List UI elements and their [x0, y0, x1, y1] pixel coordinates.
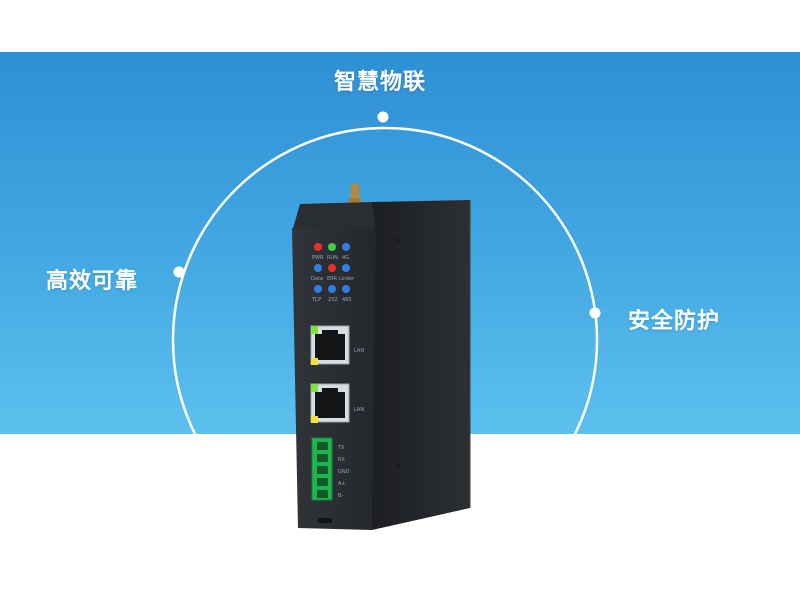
- led-label-data: Data: [311, 276, 323, 282]
- terminal-label-rx: RX: [338, 457, 345, 463]
- led-label-run: RUN: [327, 255, 338, 261]
- led-run: [328, 243, 336, 251]
- led-label-tcp: TCP: [311, 297, 321, 303]
- led-label-4g: 4G: [342, 255, 349, 261]
- terminal-label-tx: TX: [337, 445, 345, 451]
- led-485: [342, 285, 350, 293]
- arc-line: [171, 126, 599, 435]
- led-232: [328, 285, 336, 293]
- led-tcp: [314, 285, 322, 293]
- arc-node-left: [173, 266, 185, 278]
- led-label-linker: Linker: [339, 276, 355, 282]
- terminal-block: TX RX GND A+ B-: [311, 437, 350, 501]
- port-led-activity: [311, 358, 318, 365]
- led-err: [328, 264, 336, 272]
- terminal-label-b: B-: [338, 493, 343, 499]
- feature-label-left: 高效可靠: [46, 269, 139, 294]
- led-label-pwr: PWR: [312, 255, 324, 261]
- port-led-link: [311, 384, 318, 392]
- led-pwr: [314, 243, 322, 251]
- terminal-label-a: A+: [338, 481, 346, 487]
- led-label-485: 485: [342, 297, 352, 303]
- port-led-activity: [311, 416, 318, 423]
- led-linker: [342, 264, 350, 272]
- port-led-link: [311, 326, 318, 334]
- ethernet-port-1: LAN: [310, 325, 364, 365]
- ethernet-port-2: LAN: [310, 383, 364, 423]
- status-led-panel: PWR RUN 4G Data ERR Linker TCP 232 485: [311, 243, 355, 303]
- feature-label-right: 安全防护: [628, 309, 721, 334]
- led-data: [314, 264, 322, 272]
- device-foot: [318, 518, 332, 523]
- led-label-err: ERR: [327, 276, 338, 282]
- led-4g: [342, 243, 350, 251]
- device-side-panel: [372, 200, 470, 530]
- device-front-panel: [292, 228, 376, 530]
- led-label-232: 232: [328, 297, 338, 303]
- arc-node-right: [589, 307, 601, 319]
- terminal-label-gnd: GND: [338, 469, 350, 475]
- feature-label-top: 智慧物联: [334, 70, 427, 95]
- port-label-lan-2: LAN: [354, 407, 364, 413]
- arc-node-top: [377, 111, 389, 123]
- port-label-lan-1: LAN: [354, 348, 364, 354]
